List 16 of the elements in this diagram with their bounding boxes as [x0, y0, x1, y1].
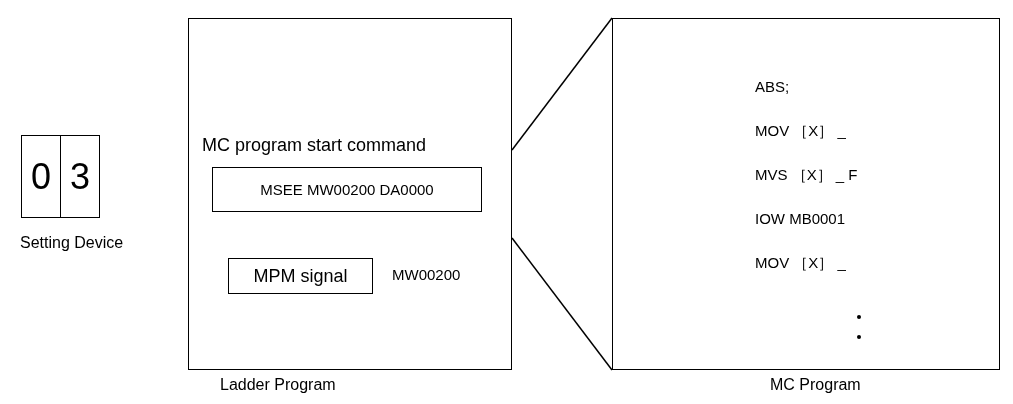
box-caption: Ladder Program	[220, 376, 336, 394]
code-line: MVS ［X］ _ F	[755, 166, 858, 185]
code-line: MOV ［X］ _	[755, 122, 846, 141]
code-line: ABS;	[755, 78, 790, 95]
device-caption: Setting Device	[20, 234, 124, 252]
signal-box: MPM signal	[228, 258, 373, 294]
digit-box: 3	[60, 135, 100, 218]
heading-text: MC program start command	[202, 135, 427, 156]
digit-box: 0	[21, 135, 61, 218]
zoom-line	[511, 17, 613, 151]
box-caption: MC Program	[770, 376, 861, 394]
address-text: MW00200	[392, 266, 461, 283]
zoom-line	[511, 237, 613, 371]
code-line: MOV ［X］ _	[755, 254, 846, 273]
code-line: IOW MB0001	[755, 210, 846, 227]
command-box: MSEE MW00200 DA0000	[212, 167, 482, 212]
